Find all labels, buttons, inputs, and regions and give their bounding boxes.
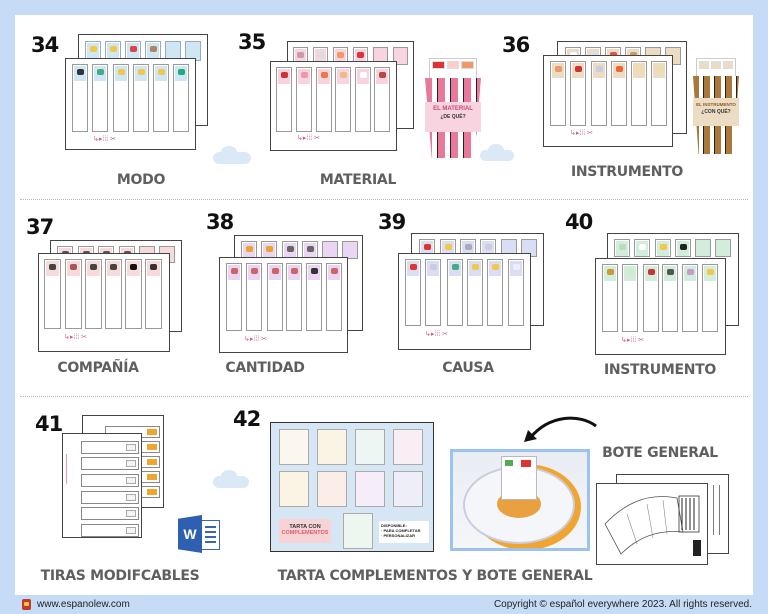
item-label-cantidad: CANTIDAD — [225, 360, 305, 376]
tarta-title-line2: COMPLEMENTOS — [281, 530, 329, 536]
tarta-available-title: DISPONIBLE: — [381, 523, 407, 528]
row-divider-2 — [20, 396, 748, 397]
instruction-arrow-icon: ↳▸⁞⁞⁞ ✂ — [297, 135, 321, 142]
cloud-icon — [213, 146, 251, 164]
item-label-tiras: TIRAS MODIFCABLES — [40, 568, 200, 584]
popcorn-question: ¿DE QUÉ? — [440, 114, 466, 120]
row-divider-1 — [20, 199, 748, 200]
espanol-everywhere-logo-icon — [22, 599, 31, 610]
footer-copyright: Copyright © español everywhere 2023. All… — [493, 599, 752, 610]
tarta-complementos-preview[interactable]: TARTA CON COMPLEMENTOS DISPONIBLE: · PAR… — [270, 422, 434, 552]
item-number-41: 41 — [35, 412, 63, 436]
curved-arrow-icon — [524, 416, 597, 442]
tarta-option-2: · PERSONALIZAR — [381, 533, 415, 538]
cloud-icon — [213, 470, 249, 488]
popcorn-box-material[interactable]: EL MATERIAL ¿DE QUÉ? — [423, 58, 483, 158]
instruction-arrow-icon: ↳▸⁞⁞⁞ ✂ — [244, 336, 268, 343]
item-number-37: 37 — [26, 215, 54, 239]
item-number-39: 39 — [378, 210, 406, 234]
item-number-34: 34 — [31, 33, 59, 57]
item-label-compania: COMPAÑÍA — [57, 360, 139, 376]
tarta-title-line1: TARTA CON — [289, 524, 321, 530]
footer-website[interactable]: www.espanolew.com — [22, 599, 130, 610]
item-label-modo: MODO — [116, 172, 166, 188]
cloud-icon — [480, 144, 514, 161]
popcorn-question: ¿CON QUÉ? — [701, 109, 731, 115]
popcorn-title: EL INSTRUMENTO — [696, 102, 736, 107]
bote-general-label: BOTE GENERAL — [602, 445, 718, 461]
bote-general-photo[interactable] — [450, 449, 590, 551]
item-number-35: 35 — [238, 30, 266, 54]
item-label-instrumento-36: INSTRUMENTO — [570, 164, 684, 180]
item-label-material: MATERIAL — [319, 172, 397, 188]
instruction-arrow-icon: ↳▸⁞⁞⁞ ✂ — [621, 337, 645, 344]
item-label-instrumento-40: INSTRUMENTO — [603, 362, 717, 378]
tarta-option-1: · PARA COMPLETAR — [381, 528, 421, 533]
instruction-arrow-icon: ↳▸⁞⁞⁞ ✂ — [570, 130, 594, 137]
item-number-42: 42 — [233, 407, 261, 431]
instruction-arrow-icon: ↳▸⁞⁞⁞ ✂ — [64, 334, 88, 341]
instruction-arrow-icon: ↳▸⁞⁞⁞ ✂ — [93, 136, 117, 143]
item-number-36: 36 — [502, 33, 530, 57]
item-number-40: 40 — [565, 210, 593, 234]
item-number-38: 38 — [206, 210, 234, 234]
website-link[interactable]: www.espanolew.com — [37, 599, 130, 610]
popcorn-title: EL MATERIAL — [433, 106, 473, 112]
item-label-tarta-bote: TARTA COMPLEMENTOS Y BOTE GENERAL — [277, 568, 593, 584]
popcorn-box-instrumento[interactable]: EL INSTRUMENTO ¿CON QUÉ? — [693, 58, 739, 154]
word-document-icon: W — [178, 515, 220, 553]
instruction-arrow-icon: ↳▸⁞⁞⁞ ✂ — [425, 331, 449, 338]
item-label-causa: CAUSA — [442, 360, 494, 376]
